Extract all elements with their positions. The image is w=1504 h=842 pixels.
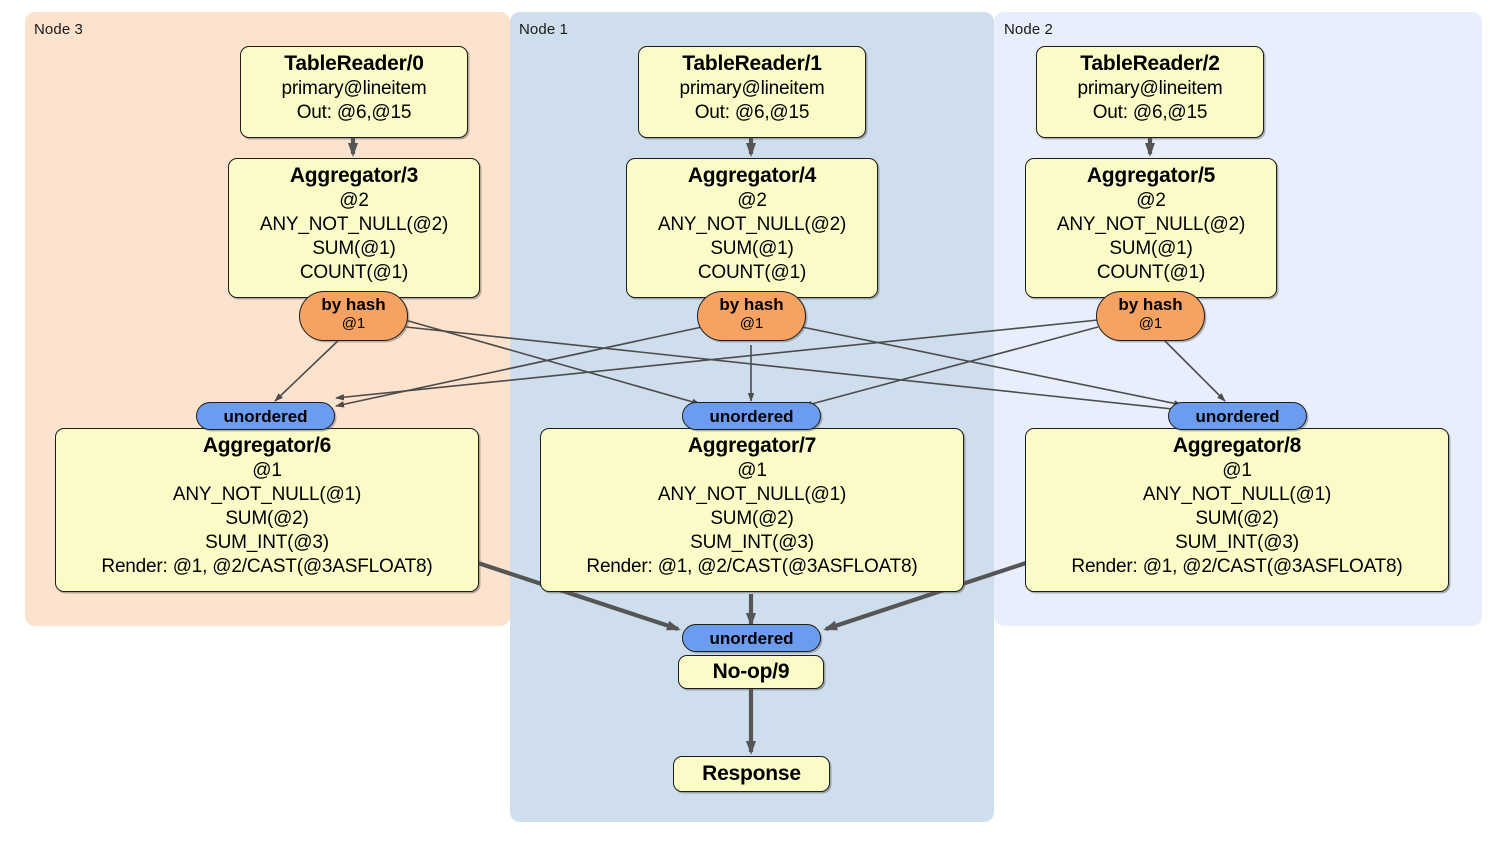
edge-hash4-unord8 [801,326,1183,407]
processor-title: TableReader/2 [1080,52,1220,75]
processor-table-reader-2[interactable]: TableReader/2 primary@lineitem Out: @6,@… [1036,46,1264,138]
processor-line: SUM(@2) [1195,508,1279,529]
processor-line: @2 [1136,190,1166,211]
router-by-hash-3[interactable]: by hash @1 [299,291,408,341]
router-type-label: unordered [709,406,794,426]
router-unordered-final[interactable]: unordered [682,624,821,652]
edge-hash5-unord6 [335,319,1099,401]
processor-line: ANY_NOT_NULL(@1) [1142,484,1332,505]
edge-hash4-unord6 [335,326,703,408]
processor-line: COUNT(@1) [1096,262,1206,283]
router-column-label: @1 [1138,315,1163,332]
router-by-hash-4[interactable]: by hash @1 [697,291,806,341]
router-column-label: @1 [341,315,366,332]
processor-line: SUM_INT(@3) [205,532,329,553]
processor-line: primary@lineitem [1077,78,1223,99]
edge-hash3-unord7 [404,319,701,405]
processor-line: SUM(@2) [225,508,309,529]
router-unordered-7[interactable]: unordered [682,402,821,430]
edge-hash5-unord7 [803,326,1099,408]
processor-line: @2 [339,190,369,211]
processor-line: @1 [1222,460,1252,481]
processor-line: SUM(@1) [1109,238,1193,259]
processor-title: Aggregator/6 [202,434,332,457]
processor-title: Aggregator/7 [687,434,817,457]
router-type-label: unordered [709,628,794,648]
processor-title: Aggregator/8 [1172,434,1302,457]
processor-line: Render: @1, @2/CAST(@3ASFLOAT8) [101,556,433,577]
processor-noop-9[interactable]: No-op/9 [678,655,824,689]
processor-table-reader-1[interactable]: TableReader/1 primary@lineitem Out: @6,@… [638,46,866,138]
processor-line: @1 [737,460,767,481]
router-by-hash-5[interactable]: by hash @1 [1096,291,1205,341]
processor-title: Aggregator/5 [1086,164,1216,187]
router-type-label: by hash [321,295,386,314]
processor-line: Render: @1, @2/CAST(@3ASFLOAT8) [586,556,918,577]
processor-line: Out: @6,@15 [296,102,412,123]
edge-hash5-unord8 [1159,335,1226,402]
processor-title: Aggregator/4 [687,164,817,187]
region-label-node-1: Node 1 [519,21,568,38]
processor-line: SUM(@1) [312,238,396,259]
router-unordered-6[interactable]: unordered [196,402,335,430]
processor-aggregator-4[interactable]: Aggregator/4 @2 ANY_NOT_NULL(@2) SUM(@1)… [626,158,878,298]
processor-response[interactable]: Response [673,756,830,792]
processor-table-reader-0[interactable]: TableReader/0 primary@lineitem Out: @6,@… [240,46,468,138]
processor-line: primary@lineitem [281,78,427,99]
processor-title: Aggregator/3 [289,164,419,187]
processor-title: TableReader/0 [284,52,424,75]
processor-line: SUM(@1) [710,238,794,259]
processor-aggregator-5[interactable]: Aggregator/5 @2 ANY_NOT_NULL(@2) SUM(@1)… [1025,158,1277,298]
router-type-label: by hash [1118,295,1183,314]
processor-aggregator-7[interactable]: Aggregator/7 @1 ANY_NOT_NULL(@1) SUM(@2)… [540,428,964,592]
processor-line: @1 [252,460,282,481]
processor-line: ANY_NOT_NULL(@2) [657,214,847,235]
processor-title: No-op/9 [712,660,790,683]
processor-line: COUNT(@1) [697,262,807,283]
processor-aggregator-8[interactable]: Aggregator/8 @1 ANY_NOT_NULL(@1) SUM(@2)… [1025,428,1449,592]
processor-title: Response [702,762,801,785]
processor-line: ANY_NOT_NULL(@1) [657,484,847,505]
processor-line: Out: @6,@15 [1092,102,1208,123]
router-column-label: @1 [739,315,764,332]
processor-line: ANY_NOT_NULL(@2) [259,214,449,235]
edge-hash3-unord6 [274,335,344,402]
processor-line: SUM(@2) [710,508,794,529]
processor-line: primary@lineitem [679,78,825,99]
processor-line: Render: @1, @2/CAST(@3ASFLOAT8) [1071,556,1403,577]
edge-hash3-unord8 [405,326,1183,413]
router-unordered-8[interactable]: unordered [1168,402,1307,430]
processor-title: TableReader/1 [682,52,822,75]
router-type-label: unordered [223,406,308,426]
processor-line: ANY_NOT_NULL(@1) [172,484,362,505]
processor-line: SUM_INT(@3) [1175,532,1299,553]
processor-aggregator-6[interactable]: Aggregator/6 @1 ANY_NOT_NULL(@1) SUM(@2)… [55,428,479,592]
processor-line: @2 [737,190,767,211]
processor-aggregator-3[interactable]: Aggregator/3 @2 ANY_NOT_NULL(@2) SUM(@1)… [228,158,480,298]
processor-line: COUNT(@1) [299,262,409,283]
edge-agg8-final [823,561,1027,631]
edge-agg6-final [477,561,681,631]
router-type-label: by hash [719,295,784,314]
processor-line: SUM_INT(@3) [690,532,814,553]
processor-line: ANY_NOT_NULL(@2) [1056,214,1246,235]
processor-line: Out: @6,@15 [694,102,810,123]
region-label-node-3: Node 3 [34,21,83,38]
region-label-node-2: Node 2 [1004,21,1053,38]
router-type-label: unordered [1195,406,1280,426]
